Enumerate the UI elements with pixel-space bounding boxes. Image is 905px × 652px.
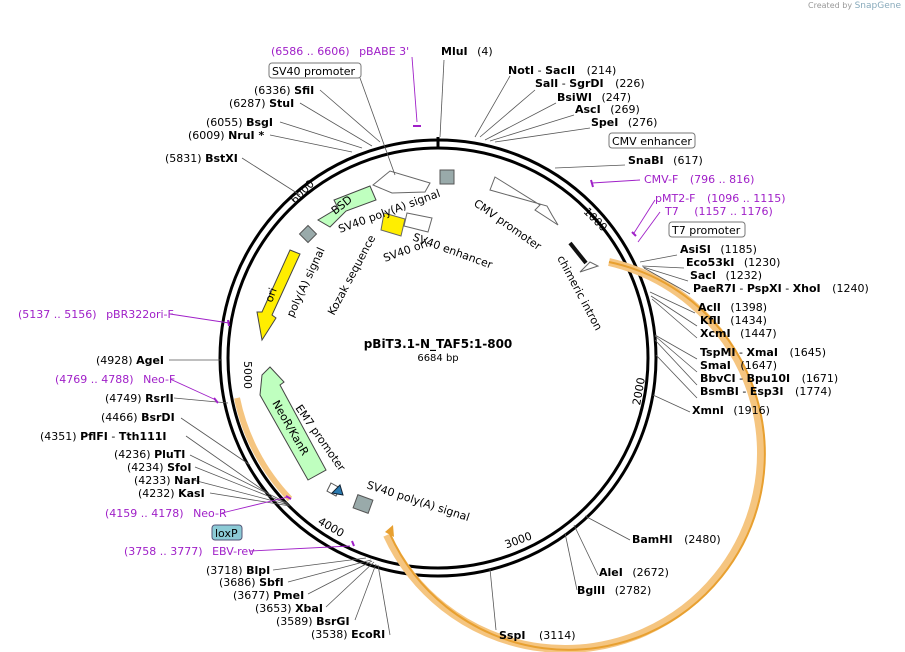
enzyme-paer7i: PaeR7I - PspXI - XhoI (1240) [693,282,869,295]
sv40-promoter-block [439,169,455,185]
sv40-promoter-label: SV40 promoter [272,65,356,78]
primer-pbr322ori-f: (5137 .. 5156) pBR322ori-F [18,308,174,321]
cmv-enhancer-box [608,132,696,149]
t7-promoter-box [668,221,746,238]
enzyme-noti: NotI - SacII (214) [508,64,616,77]
enzyme-sali: SalI - SgrDI (226) [535,77,645,90]
primer-ebv-rev: (3758 .. 3777) EBV-rev [124,545,255,558]
enzyme-tspmi: TspMI - XmaI (1645) [700,346,826,359]
enzyme-sbfi: (3686) SbfI [219,576,284,589]
enzyme-rsrii: (4749) RsrII [105,392,174,405]
enzyme-nrui: (6009) NruI * [188,129,264,142]
primer-neo-f: (4769 .. 4788) Neo-F [55,373,175,386]
primer-pmt2-f: pMT2-F (1096 .. 1115) [655,192,786,205]
feature-cmv-promoter: CMV promoter [471,197,544,253]
enzyme-eco53ki: Eco53kI (1230) [686,256,780,269]
cmv-enhancer-label: CMV enhancer [612,135,692,148]
enzyme-asisi: AsiSI (1185) [680,243,757,256]
feature-ori: ori [263,286,280,304]
enzyme-pluti: (4236) PluTI [114,448,185,461]
enzyme-alei: AleI (2672) [599,566,669,579]
enzyme-xcmi: XcmI (1447) [700,327,777,340]
primer-t7: T7 (1157 .. 1176) [664,205,773,218]
sv40-polya-top-arrow [372,170,431,194]
orf-arrow [389,261,766,651]
enzyme-sspi: SspI (3114) [499,629,576,642]
enzyme-blpi: (3718) BlpI [206,564,270,577]
enzyme-bsmbi: BsmBI - Esp3I (1774) [700,385,832,398]
enzyme-pmei: (3677) PmeI [233,589,304,602]
boxed-labels: SV40 promoter CMV enhancer T7 promoter l… [211,62,746,541]
enzyme-bamhi: BamHI (2480) [632,533,721,546]
sv40-ori-block [380,212,406,237]
enzyme-saci: SacI (1232) [690,269,762,282]
polya-block-left [298,224,318,244]
loxp-marker [330,484,344,496]
ori-arrow [256,249,301,342]
enzyme-xbai: (3653) XbaI [255,602,323,615]
enzyme-bsrgi: (3589) BsrGI [276,615,350,628]
neor-arrow [259,366,327,481]
enzyme-nari: (4233) NarI [134,474,200,487]
chimeric-intron-bar [568,241,588,265]
enzyme-bsgi: (6055) BsgI [206,116,273,129]
enzyme-bbvci: BbvCI - Bpu10I (1671) [700,372,838,385]
cmv-promoter-arrow [489,176,559,226]
plasmid-size: 6684 bp [417,353,458,364]
enzyme-agei: (4928) AgeI [96,354,164,367]
enzyme-stui: (6287) StuI [229,97,294,110]
feature-sv40-polya-bottom: SV40 poly(A) signal [365,478,471,524]
orf-highlight [383,258,766,652]
enzyme-xmni: XmnI (1916) [692,404,770,417]
enzyme-kfli: KflI (1434) [700,314,767,327]
enzyme-acli: AclI (1398) [698,301,767,314]
enzyme-bstxi: (5831) BstXI [165,152,238,165]
neo-orf-highlight [234,397,293,502]
enzyme-bsrdi: (4466) BsrDI [101,411,175,424]
kozak-arrow [579,261,600,273]
tick-4000: 4000 [316,515,347,540]
feature-kozak: Kozak sequence [325,233,378,318]
enzyme-bglii: BglII (2782) [577,584,651,597]
enzyme-ecori: (3538) EcoRI [311,628,385,641]
enzyme-mlui: MluI (4) [441,45,493,58]
tick-5000: 5000 [241,361,254,389]
primer-pbabe3: (6586 .. 6606) pBABE 3' [271,45,409,58]
enzyme-spei: SpeI (276) [591,116,657,129]
sv40-promoter-box [268,62,362,79]
snapgene-credit: Created by SnapGene [808,1,901,11]
bsd-arrow [317,185,377,228]
t7-promoter-label: T7 promoter [671,224,741,237]
tick-2000: 2000 [630,376,648,406]
enzyme-sfii: (6336) SfiI [254,84,314,97]
sv40-polya-bottom-block [352,494,374,514]
feature-arrows [256,169,600,514]
sv40-enhancer-block [403,212,433,233]
enzyme-smai: SmaI (1647) [700,359,777,372]
enzyme-bsiwi: BsiWI (247) [557,91,631,104]
loxp-box [211,524,243,541]
orf-arrowhead [385,525,394,537]
enzyme-kasi: (4232) KasI [138,487,205,500]
primer-neo-r: (4159 .. 4178) Neo-R [105,507,227,520]
feature-sv40-ori: SV40 ori [382,237,430,265]
enzyme-snabi: SnaBI (617) [628,154,703,167]
enzyme-pflfi: (4351) PflFI - Tth111I [40,430,167,443]
enzyme-sfoi: (4234) SfoI [127,461,191,474]
plasmid-name: pBiT3.1-N_TAF5:1-800 [364,337,513,352]
loxp-label: loxP [215,527,238,540]
enzyme-asci: AscI (269) [575,103,640,116]
snapgene-logo: SnapGene [854,1,901,11]
tick-6000: 6000 [288,177,317,206]
primer-cmv-f: CMV-F (796 .. 816) [644,173,754,186]
